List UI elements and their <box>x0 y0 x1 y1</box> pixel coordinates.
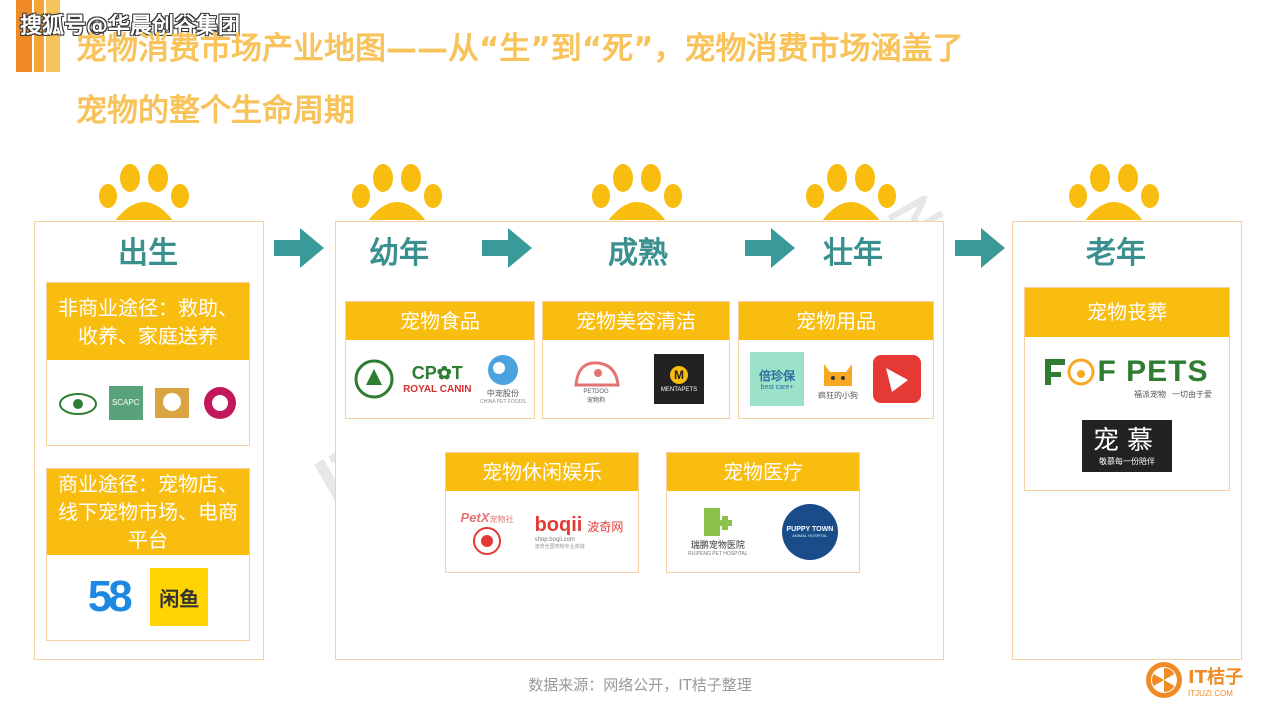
red-brand-logo <box>873 355 921 403</box>
sohu-watermark: 搜狐号@华晨创谷集团 <box>20 14 241 39</box>
shiba-icon <box>824 363 852 386</box>
noncommercial-header: 非商业途径：救助、收养、家庭送养 <box>47 283 249 360</box>
boqii-logo: boqii 波奇网 shop.boqii.com 波奇全国宠物专业商城 <box>534 513 624 550</box>
medical-card: 宠物医疗 瑞鹏宠物医院 RUIPENG PET HOSPITAL PUPPY T… <box>666 452 860 573</box>
mentapets-logo: M MENTAPETS <box>654 354 704 404</box>
paw-circle-icon <box>1067 358 1095 386</box>
grooming-header: 宠物美容清洁 <box>543 302 729 340</box>
petdog-logo: PETDOG 宠物狗 <box>568 355 624 404</box>
growth-frame <box>335 221 944 660</box>
royal-canin-logo: ROYAL CANIN <box>403 384 472 395</box>
itjuzi-logo: IT桔子 ITJUZI.COM <box>1144 660 1243 700</box>
petx-icon <box>473 527 501 555</box>
paw-icon <box>806 164 896 220</box>
orange-slice-icon <box>1146 662 1182 698</box>
logo-58: 58 <box>87 572 133 621</box>
food-header: 宠物食品 <box>346 302 534 340</box>
stage-young: 幼年 <box>369 236 429 271</box>
supplies-header: 宠物用品 <box>739 302 933 340</box>
noncommercial-card: 非商业途径：救助、收养、家庭送养 SCAPC <box>46 282 250 446</box>
adoption-logo <box>203 386 236 419</box>
zhongchong-logo: 中宠股份 CHINA PET FOODS <box>480 354 526 405</box>
supplies-logos: 倍珍保 best care+ 疯狂的小狗 <box>739 340 933 418</box>
puppy-town-logo: PUPPY TOWN ANIMAL HOSPITAL <box>781 503 838 560</box>
arrow-right-icon <box>274 228 324 268</box>
data-source: 数据来源：网络公开，IT桔子整理 <box>528 676 752 694</box>
dog-icon <box>574 360 620 386</box>
brand-logo-green <box>354 359 394 399</box>
logo-xianyu: 闲鱼 <box>150 568 209 626</box>
title-line-1: 宠物消费市场产业地图——从“生”到“死”，宠物消费市场涵盖了 <box>76 31 964 67</box>
arrow-right-icon <box>955 228 1005 268</box>
stage-mature: 成熟 <box>608 236 668 271</box>
forpets-logo: F PETS 福派宠物一切由于爱 <box>1042 355 1212 400</box>
rescue-org-logo <box>59 392 98 415</box>
zhongchong-icon <box>487 354 518 385</box>
chongmu-logo: 宠慕 敬慕每一份陪伴 <box>1082 420 1172 472</box>
cpet-logo: CP✿T <box>411 363 463 383</box>
petx-logo: PetX宠物社 <box>461 507 513 556</box>
funeral-logos: F PETS 福派宠物一切由于爱 宠慕 敬慕每一份陪伴 <box>1025 337 1229 472</box>
paw-icon <box>1069 164 1159 220</box>
arrow-right-icon <box>745 228 795 268</box>
noncommercial-logos: SCAPC <box>47 360 249 445</box>
ruipeng-icon <box>703 508 732 536</box>
cpet-royal-canin: CP✿T ROYAL CANIN <box>403 363 471 395</box>
leisure-header: 宠物休闲娱乐 <box>446 453 638 491</box>
commercial-logos: 58 闲鱼 <box>47 555 249 639</box>
stage-old: 老年 <box>1086 236 1146 271</box>
leisure-card: 宠物休闲娱乐 PetX宠物社 boqii 波奇网 shop.boqii.com … <box>445 452 639 573</box>
corner-stripes <box>16 0 60 72</box>
stage-prime: 壮年 <box>823 236 883 271</box>
ruipeng-logo: 瑞鹏宠物医院 RUIPENG PET HOSPITAL <box>688 506 748 557</box>
grooming-logos: PETDOG 宠物狗 M MENTAPETS <box>543 340 729 418</box>
medical-header: 宠物医疗 <box>667 453 859 491</box>
paw-icon <box>99 164 189 220</box>
beizhenbao-logo: 倍珍保 best care+ <box>750 352 804 406</box>
commercial-header: 商业途径：宠物店、线下宠物市场、电商平台 <box>47 469 249 555</box>
page-title: 宠物消费市场产业地图——从“生”到“死”，宠物消费市场涵盖了 宠物的整个生命周期 <box>76 18 1226 142</box>
grooming-card: 宠物美容清洁 PETDOG 宠物狗 M MENTAPETS <box>542 301 730 419</box>
commercial-card: 商业途径：宠物店、线下宠物市场、电商平台 58 闲鱼 <box>46 468 250 641</box>
funeral-header: 宠物丧葬 <box>1025 288 1229 337</box>
arrow-right-icon <box>482 228 532 268</box>
food-logos: CP✿T ROYAL CANIN 中宠股份 CHINA PET FOODS <box>346 340 534 418</box>
scapc-logo: SCAPC <box>108 385 143 420</box>
stage-birth: 出生 <box>118 236 178 271</box>
funeral-card: 宠物丧葬 F PETS 福派宠物一切由于爱 宠慕 敬慕每一份陪伴 <box>1024 287 1230 491</box>
supplies-card: 宠物用品 倍珍保 best care+ 疯狂的小狗 <box>738 301 934 419</box>
title-line-2: 宠物的整个生命周期 <box>76 93 355 129</box>
medical-logos: 瑞鹏宠物医院 RUIPENG PET HOSPITAL PUPPY TOWN A… <box>667 491 859 572</box>
paw-icon <box>352 164 442 220</box>
shelter-logo <box>155 387 190 418</box>
paw-icon <box>592 164 682 220</box>
leisure-logos: PetX宠物社 boqii 波奇网 shop.boqii.com 波奇全国宠物专… <box>446 491 638 572</box>
crazy-dog-logo: 疯狂的小狗 <box>818 358 858 401</box>
food-card: 宠物食品 CP✿T ROYAL CANIN 中宠股份 CHINA PET FOO… <box>345 301 535 419</box>
